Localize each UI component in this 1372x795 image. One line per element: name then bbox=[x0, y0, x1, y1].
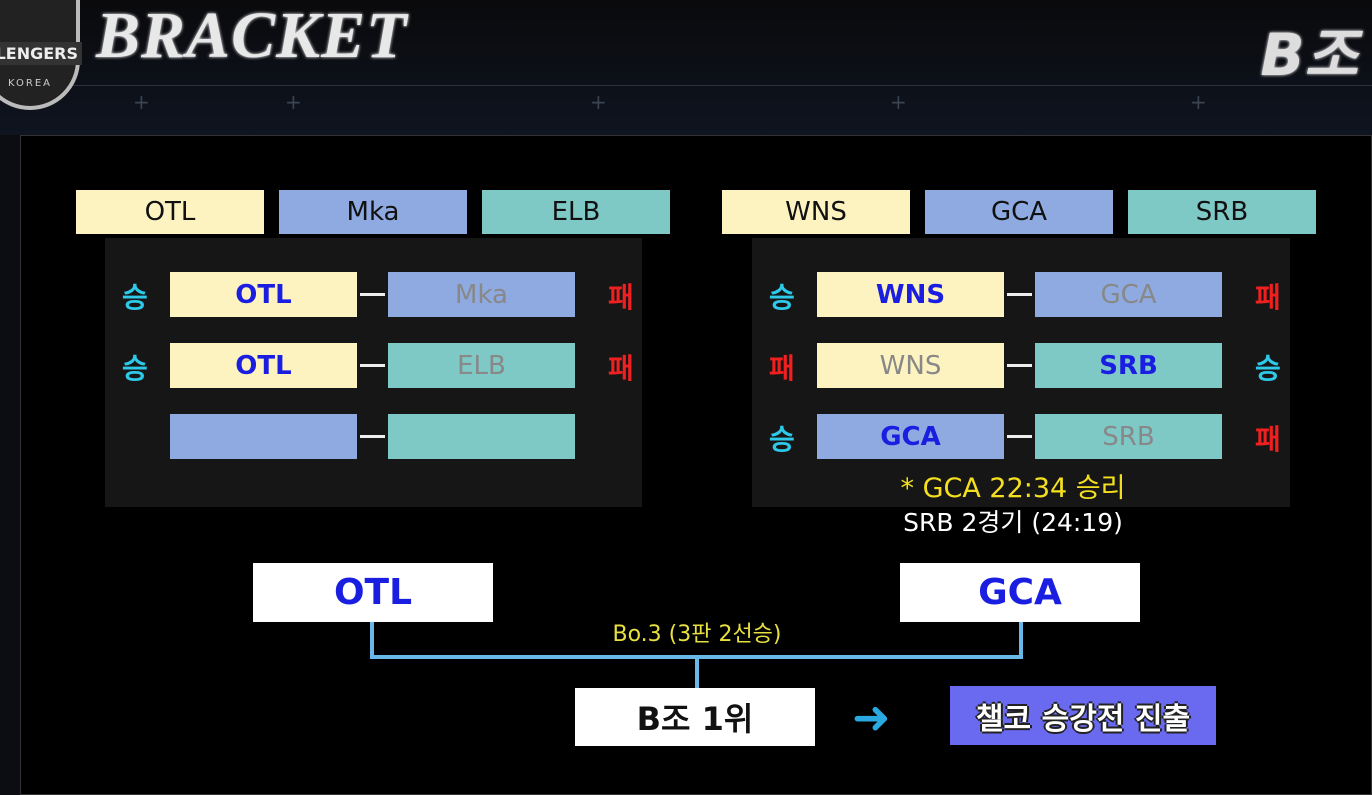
advance-label: 챌코 승강전 진출 bbox=[950, 686, 1216, 745]
note-winner: * GCA 22:34 승리 bbox=[900, 473, 1126, 504]
match-team-b: GCA bbox=[1035, 272, 1222, 317]
arrow-right-icon: ➜ bbox=[852, 690, 891, 744]
team-header-left: OTL bbox=[76, 190, 264, 234]
connector-line bbox=[370, 622, 374, 659]
grid-plus: + bbox=[890, 90, 907, 114]
match-team-b bbox=[388, 414, 575, 459]
header-grid-line bbox=[0, 85, 1372, 86]
result-b: 패 bbox=[1255, 423, 1281, 456]
match-team-a: WNS bbox=[817, 343, 1004, 388]
team-header-right: GCA bbox=[925, 190, 1113, 234]
result-b: 패 bbox=[1255, 281, 1281, 314]
result-a: 승 bbox=[769, 281, 795, 314]
note-score: SRB 2경기 (24:19) bbox=[903, 508, 1123, 537]
match-team-a: OTL bbox=[170, 343, 357, 388]
match-team-a bbox=[170, 414, 357, 459]
connector-line bbox=[1019, 622, 1023, 659]
match-team-b: ELB bbox=[388, 343, 575, 388]
result-a: 패 bbox=[769, 352, 795, 385]
logo-subtext: KOREA bbox=[8, 78, 52, 89]
match-team-b: SRB bbox=[1035, 414, 1222, 459]
result-a: 승 bbox=[122, 281, 148, 314]
final-team-b: GCA bbox=[900, 563, 1140, 622]
match-team-a: GCA bbox=[817, 414, 1004, 459]
result-b: 패 bbox=[608, 281, 634, 314]
group-badge: B조 bbox=[1260, 21, 1358, 89]
connector-line bbox=[695, 655, 699, 688]
match-team-a: OTL bbox=[170, 272, 357, 317]
match-dash bbox=[360, 293, 385, 296]
logo-text: CHALLENGERS bbox=[0, 42, 82, 65]
grid-plus: + bbox=[1190, 90, 1207, 114]
grid-plus: + bbox=[590, 90, 607, 114]
match-dash bbox=[360, 364, 385, 367]
result-b: 패 bbox=[608, 352, 634, 385]
group-first-place: B조 1위 bbox=[575, 688, 815, 746]
match-dash bbox=[1007, 364, 1032, 367]
grid-plus: + bbox=[285, 90, 302, 114]
final-format: Bo.3 (3판 2선승) bbox=[612, 622, 782, 647]
result-b: 승 bbox=[1255, 352, 1281, 385]
header-background bbox=[0, 0, 1372, 135]
team-header-right: WNS bbox=[722, 190, 910, 234]
page-title: BRACKET bbox=[96, 0, 408, 72]
final-team-a: OTL bbox=[253, 563, 493, 622]
team-header-left: Mka bbox=[279, 190, 467, 234]
match-team-b: SRB bbox=[1035, 343, 1222, 388]
grid-plus: + bbox=[133, 90, 150, 114]
match-dash bbox=[1007, 435, 1032, 438]
match-dash bbox=[1007, 293, 1032, 296]
match-dash bbox=[360, 435, 385, 438]
team-header-right: SRB bbox=[1128, 190, 1316, 234]
result-a: 승 bbox=[769, 423, 795, 456]
match-team-a: WNS bbox=[817, 272, 1004, 317]
match-team-b: Mka bbox=[388, 272, 575, 317]
result-a: 승 bbox=[122, 352, 148, 385]
team-header-left: ELB bbox=[482, 190, 670, 234]
